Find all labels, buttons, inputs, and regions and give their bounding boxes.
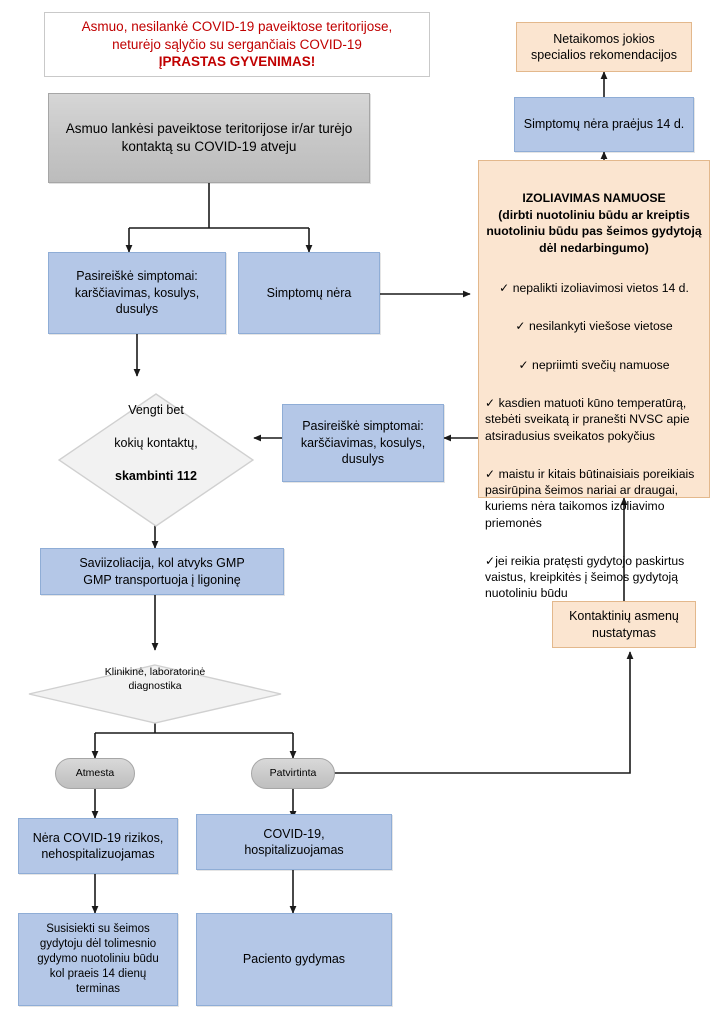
node-contact-family-doctor: Susisiekti su šeimos gydytoju dėl tolime…	[18, 913, 178, 1006]
home-isolation-item-5: ✓jei reikia pratęsti gydytojo paskirtus …	[485, 553, 685, 601]
home-isolation-item-2: ✓ nepriimti svečių namuose	[518, 357, 670, 372]
covid-hospital-label: COVID-19, hospitalizuojamas	[244, 826, 344, 858]
home-isolation-item-4: ✓ maistu ir kitais būtinaisiais poreikia…	[485, 466, 695, 530]
no-symptoms-label: Simptomų nėra	[266, 285, 352, 300]
node-self-isolation-gmp: Saviizoliacija, kol atvyks GMP GMP trans…	[40, 548, 284, 595]
node-symptoms-present-2: Pasireiškė simptomai: karščiavimas, kosu…	[282, 404, 444, 482]
normal-life-line1: Asmuo, nesilankė COVID-19 paveiktose ter…	[81, 18, 393, 34]
patient-treatment-label: Paciento gydymas	[242, 952, 346, 967]
node-covid-hospitalized: COVID-19, hospitalizuojamas	[196, 814, 392, 870]
node-normal-life: Asmuo, nesilankė COVID-19 paveiktose ter…	[44, 12, 430, 77]
normal-life-line2: neturėjo sąlyčio su sergančiais COVID-19	[112, 36, 362, 52]
no-covid-risk-label: Nėra COVID-19 rizikos, nehospitalizuojam…	[32, 830, 164, 862]
self-isolation-gmp-label: Saviizoliacija, kol atvyks GMP GMP trans…	[79, 556, 245, 587]
home-isolation-item-0: ✓ nepalikti izoliavimosi vietos 14 d.	[499, 281, 689, 296]
home-isolation-body: IZOLIAVIMAS NAMUOSE (dirbti nuotoliniu b…	[479, 161, 709, 627]
node-patient-treatment: Paciento gydymas	[196, 913, 392, 1006]
node-no-symptoms: Simptomų nėra	[238, 252, 380, 334]
home-isolation-item-3: ✓ kasdien matuoti kūno temperatūrą, steb…	[485, 396, 690, 443]
node-no-symptoms-after-14-days: Simptomų nėra praėjus 14 d.	[514, 97, 694, 152]
node-no-covid-risk: Nėra COVID-19 rizikos, nehospitalizuojam…	[18, 818, 178, 874]
diamond-shape-avoid	[58, 376, 254, 527]
avoid-contact-text: Vengti bet kokių kontaktų, skambinti 112	[58, 385, 254, 501]
diagnostics-label: Klinikinė, laboratorinė diagnostika	[104, 666, 206, 692]
symptoms-2-label: Pasireiškė simptomai: karščiavimas, kosu…	[300, 419, 426, 467]
home-isolation-title: IZOLIAVIMAS NAMUOSE (dirbti nuotoliniu b…	[486, 191, 702, 255]
no-recommendations-label: Netaikomos jokios specialios rekomendaci…	[531, 31, 677, 63]
node-result-confirmed: Patvirtinta	[251, 758, 335, 789]
node-diagnostics-diamond: Klinikinė, laboratorinė diagnostika	[28, 650, 282, 724]
node-visited-affected-area: Asmuo lankėsi paveiktose teritorijose ir…	[48, 93, 370, 183]
node-contact-tracing: Kontaktinių asmenų nustatymas	[552, 601, 696, 648]
node-avoid-contact-diamond: Vengti bet kokių kontaktų, skambinti 112	[58, 376, 254, 527]
avoid-line3: skambinti 112	[115, 468, 197, 483]
visited-area-label: Asmuo lankėsi paveiktose teritorijose ir…	[65, 121, 353, 154]
contact-family-doctor-label: Susisiekti su šeimos gydytoju dėl tolime…	[37, 922, 159, 996]
normal-life-line3: ĮPRASTAS GYVENIMAS!	[158, 54, 316, 70]
contact-tracing-label: Kontaktinių asmenų nustatymas	[569, 609, 679, 640]
confirmed-label: Patvirtinta	[269, 766, 317, 779]
home-isolation-item-1: ✓ nesilankyti viešose vietose	[515, 319, 673, 334]
diamond-shape-diagnostics	[28, 650, 282, 724]
rejected-label: Atmesta	[75, 766, 115, 779]
avoid-line2: kokių kontaktų,	[114, 435, 198, 450]
edge-confirmed-to-tracing	[331, 651, 634, 774]
symptoms-1-label: Pasireiškė simptomai: karščiavimas, kosu…	[74, 269, 200, 317]
node-home-isolation: IZOLIAVIMAS NAMUOSE (dirbti nuotoliniu b…	[478, 160, 710, 600]
avoid-line1: Vengti bet	[128, 402, 184, 417]
node-no-special-recommendations: Netaikomos jokios specialios rekomendaci…	[516, 22, 692, 72]
node-result-rejected: Atmesta	[55, 758, 135, 789]
node-symptoms-present-1: Pasireiškė simptomai: karščiavimas, kosu…	[48, 252, 226, 334]
no-symptoms-14d-label: Simptomų nėra praėjus 14 d.	[523, 117, 685, 132]
